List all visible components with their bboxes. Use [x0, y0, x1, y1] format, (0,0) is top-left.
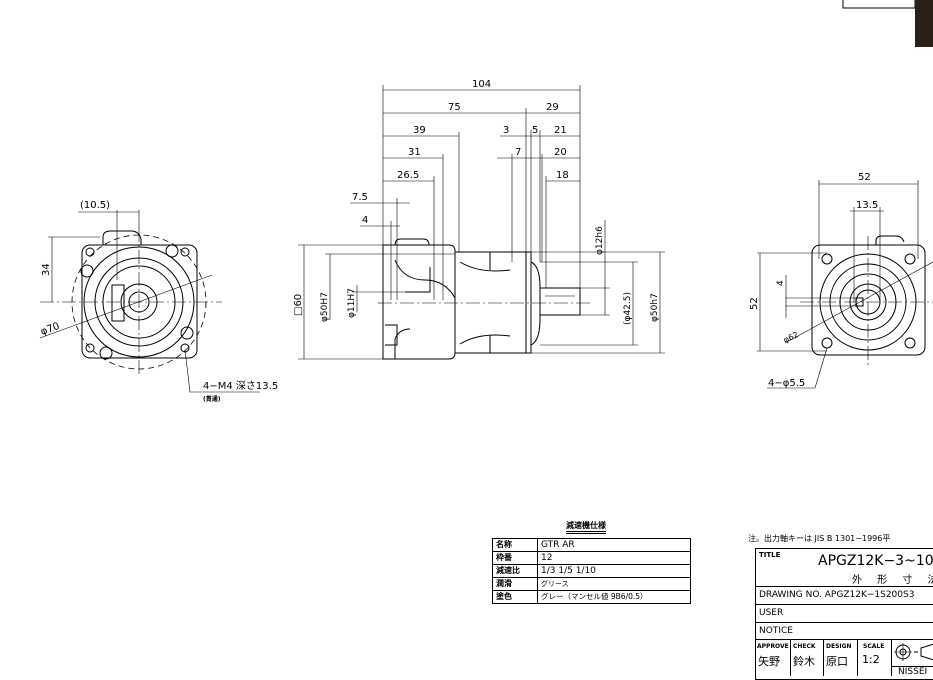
frame-fragment — [842, 0, 916, 9]
row-label: 減速比 — [492, 564, 538, 578]
front-view: (10.5) 34 φ70 4−M4 深さ13.5 (貫通) — [39, 200, 278, 403]
title-row: TITLE APGZ12K−3~10 外 形 寸 法 — [756, 549, 933, 587]
dim-label: (φ42.5) — [623, 292, 633, 325]
company-logo: NISSEI — [892, 666, 933, 677]
dim-label: 4−φ5.5 — [768, 378, 805, 389]
row-value: グリース — [537, 577, 691, 591]
drawing-subtitle: 外 形 寸 法 — [852, 575, 933, 586]
scale-value: 1:2 — [862, 653, 880, 666]
row-label: 名称 — [492, 538, 538, 552]
dim-label: 5 — [532, 125, 538, 136]
dim-label: 3 — [503, 125, 509, 136]
approve-header: APPROVE — [757, 643, 789, 650]
notice-field: NOTICE — [756, 623, 933, 640]
check-header: CHECK — [793, 643, 816, 650]
dim-label: 21 — [554, 125, 567, 136]
dim-label: φ62 — [782, 330, 800, 345]
dim-label: φ50h7 — [650, 293, 660, 322]
scale-header: SCALE — [863, 643, 885, 650]
dim-label: 4 — [776, 280, 786, 286]
dim-label: 75 — [448, 102, 461, 113]
dim-label: 104 — [472, 79, 491, 90]
dim-label: (貫通) — [203, 395, 221, 403]
dim-label: φ12h6 — [595, 226, 605, 255]
note-text: 注。出力軸キーは JIS B 1301−1996平 — [748, 534, 891, 543]
row-value: 12 — [537, 551, 691, 565]
check-value: 鈴木 — [793, 655, 815, 668]
dim-label: (10.5) — [80, 200, 110, 211]
dim-label: 31 — [408, 147, 421, 158]
rear-view: 52 13.5 52 4 φ62 4−φ5.5 — [749, 172, 933, 389]
dim-label: □60 — [293, 294, 304, 316]
design-cell: DESIGN 原口 — [824, 640, 858, 676]
dim-label: 26.5 — [397, 170, 419, 181]
row-label: 塗色 — [492, 590, 538, 604]
photo-fragment — [915, 0, 933, 47]
user-field: USER — [756, 605, 933, 623]
dim-label: 52 — [858, 172, 871, 183]
design-header: DESIGN — [826, 643, 852, 650]
dim-label: 7 — [515, 147, 521, 158]
projection-symbol-icon — [894, 642, 933, 667]
check-cell: CHECK 鈴木 — [791, 640, 824, 676]
design-value: 原口 — [826, 655, 848, 668]
side-view: 104 75 29 39 3 5 21 31 7 20 26.5 18 7.5 … — [293, 79, 665, 360]
drawing-title: APGZ12K−3~10 — [818, 553, 933, 569]
dim-label: φ50H7 — [320, 292, 330, 322]
dim-label: 52 — [749, 297, 760, 310]
dim-label: 18 — [556, 170, 569, 181]
title-label: TITLE — [759, 551, 781, 559]
approve-cell: APPROVE 矢野 — [756, 640, 791, 676]
approve-value: 矢野 — [758, 655, 780, 668]
row-value: 1/3 1/5 1/10 — [537, 564, 691, 578]
spec-table-title: 減速機仕様 — [566, 520, 606, 534]
approval-row: APPROVE 矢野 CHECK 鈴木 DESIGN 原口 SCALE 1:2 NISS… — [756, 640, 933, 680]
dim-label: 29 — [546, 102, 559, 113]
dim-label: 7.5 — [352, 192, 368, 203]
dim-label: 34 — [41, 263, 52, 276]
scale-cell: SCALE 1:2 — [858, 640, 892, 676]
dim-label: 13.5 — [856, 200, 878, 211]
dim-label: φ70 — [39, 321, 61, 338]
row-label: 枠番 — [492, 551, 538, 565]
dim-label: 4 — [362, 215, 368, 226]
row-value: グレー（マンセル値 9B6/0.5） — [537, 590, 691, 604]
dim-label: φ11H7 — [347, 288, 357, 318]
title-block: TITLE APGZ12K−3~10 外 形 寸 法 DRAWING NO. A… — [755, 548, 933, 680]
dim-label: 39 — [413, 125, 426, 136]
table-row: 潤滑グリース — [492, 577, 691, 591]
row-value: GTR AR — [537, 538, 691, 552]
drawing-number: DRAWING NO. APGZ12K−1S200S3 — [756, 586, 933, 605]
dim-label: 4−M4 深さ13.5 — [203, 380, 278, 392]
table-row: 塗色グレー（マンセル値 9B6/0.5） — [492, 590, 691, 604]
dim-label: 20 — [554, 147, 567, 158]
row-label: 潤滑 — [492, 577, 538, 591]
